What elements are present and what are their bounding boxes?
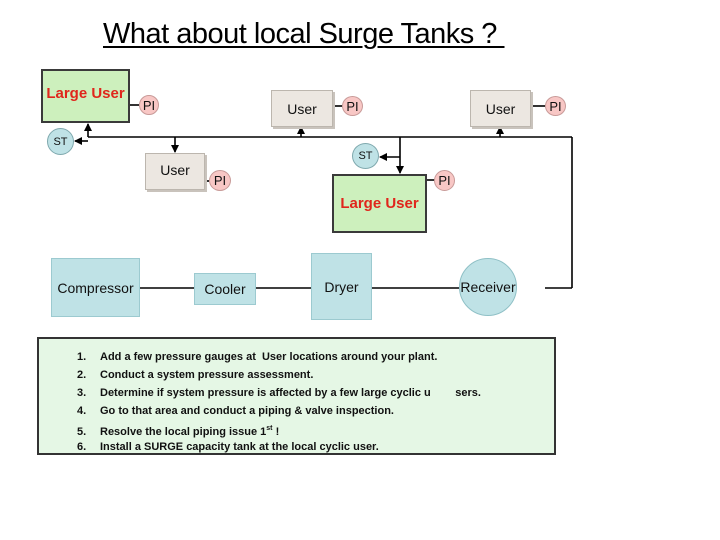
step-number: 3.	[77, 387, 87, 399]
step-superscript: st	[266, 425, 273, 432]
surge-tank-2: ST	[352, 143, 379, 169]
page-title: What about local Surge Tanks ?	[103, 18, 505, 50]
receiver-tank: Receiver	[459, 258, 517, 316]
step-1: 1. Add a few pressure gauges at User loca…	[77, 348, 554, 366]
user-box-2: User	[271, 90, 333, 127]
step-4: 4. Go to that area and conduct a piping &…	[77, 402, 554, 420]
step-number: 2.	[77, 369, 87, 381]
step-number: 1.	[77, 351, 87, 363]
user-box-1: User	[145, 153, 205, 190]
step-6: 6. Install a SURGE capacity tank at the l…	[77, 438, 554, 456]
step-text: Determine if system pressure is affected…	[100, 387, 481, 399]
large-user-box-2: Large User	[332, 174, 427, 233]
step-text-end: !	[272, 426, 280, 438]
step-text: Go to that area and conduct a piping & v…	[100, 405, 394, 417]
pressure-indicator-2: PI	[342, 96, 363, 116]
cooler-box: Cooler	[194, 273, 256, 305]
step-number: 5.	[77, 426, 87, 438]
user-box-3: User	[470, 90, 531, 127]
large-user-box-1: Large User	[41, 69, 130, 123]
step-text: Install a SURGE capacity tank at the loc…	[100, 441, 379, 453]
pressure-indicator-3: PI	[545, 96, 566, 116]
step-number: 4.	[77, 405, 87, 417]
step-3: 3. Determine if system pressure is affect…	[77, 384, 554, 402]
surge-tank-1: ST	[47, 128, 74, 155]
steps-panel: 1. Add a few pressure gauges at User loca…	[37, 337, 556, 455]
step-number: 6.	[77, 441, 87, 453]
compressor-box: Compressor	[51, 258, 140, 317]
step-text: Conduct a system pressure assessment.	[100, 369, 314, 381]
pressure-indicator-1: PI	[139, 95, 159, 115]
step-5: 5. Resolve the local piping issue 1st !	[77, 420, 554, 438]
pressure-indicator-4: PI	[209, 170, 231, 191]
step-2: 2. Conduct a system pressure assessment.	[77, 366, 554, 384]
pressure-indicator-5: PI	[434, 170, 455, 191]
dryer-box: Dryer	[311, 253, 372, 320]
step-text: Resolve the local piping issue 1	[100, 426, 267, 438]
step-text: Add a few pressure gauges at User locati…	[100, 351, 438, 363]
